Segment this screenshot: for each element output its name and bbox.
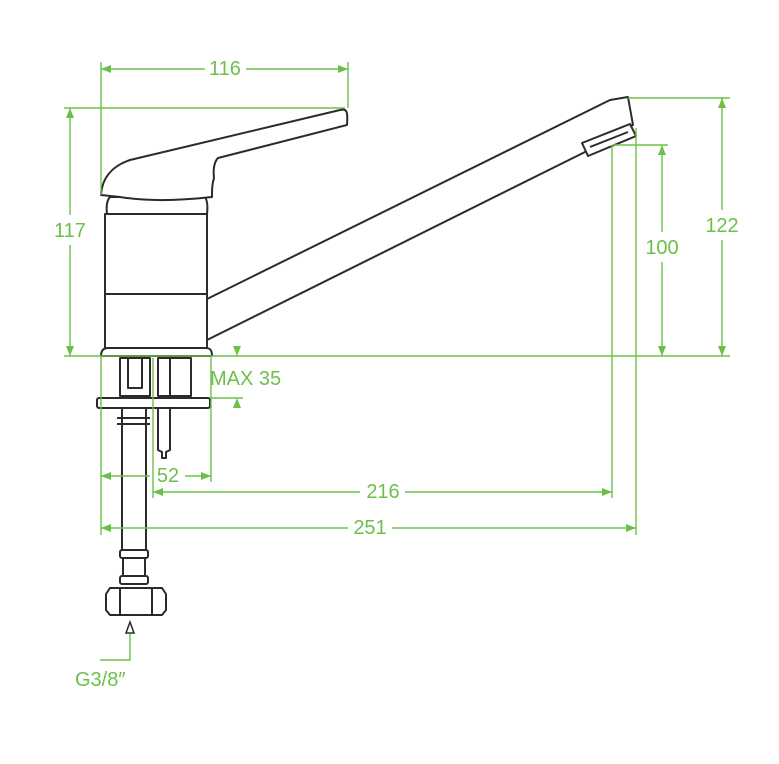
dim-label-thread: G3/8″ [75,669,125,691]
faucet-outline [96,96,637,616]
inlet-arrow-icon [124,619,136,634]
dim-label-52: 52 [157,465,179,487]
base-ring [100,347,213,357]
dim-label-251: 251 [353,517,386,539]
dim-label-122: 122 [705,215,738,237]
dim-label-117: 117 [54,220,86,242]
dim-label-216: 216 [366,481,399,503]
threaded-rod [157,407,171,459]
supply-hose [121,407,147,551]
dim-label-116: 116 [209,58,241,80]
body [104,213,208,355]
dimension-lines [64,62,730,661]
dim-label-max35: MAX 35 [210,368,281,390]
dim-label-100: 100 [645,237,678,259]
handle-lever [100,108,349,202]
hex-nut [105,587,167,616]
